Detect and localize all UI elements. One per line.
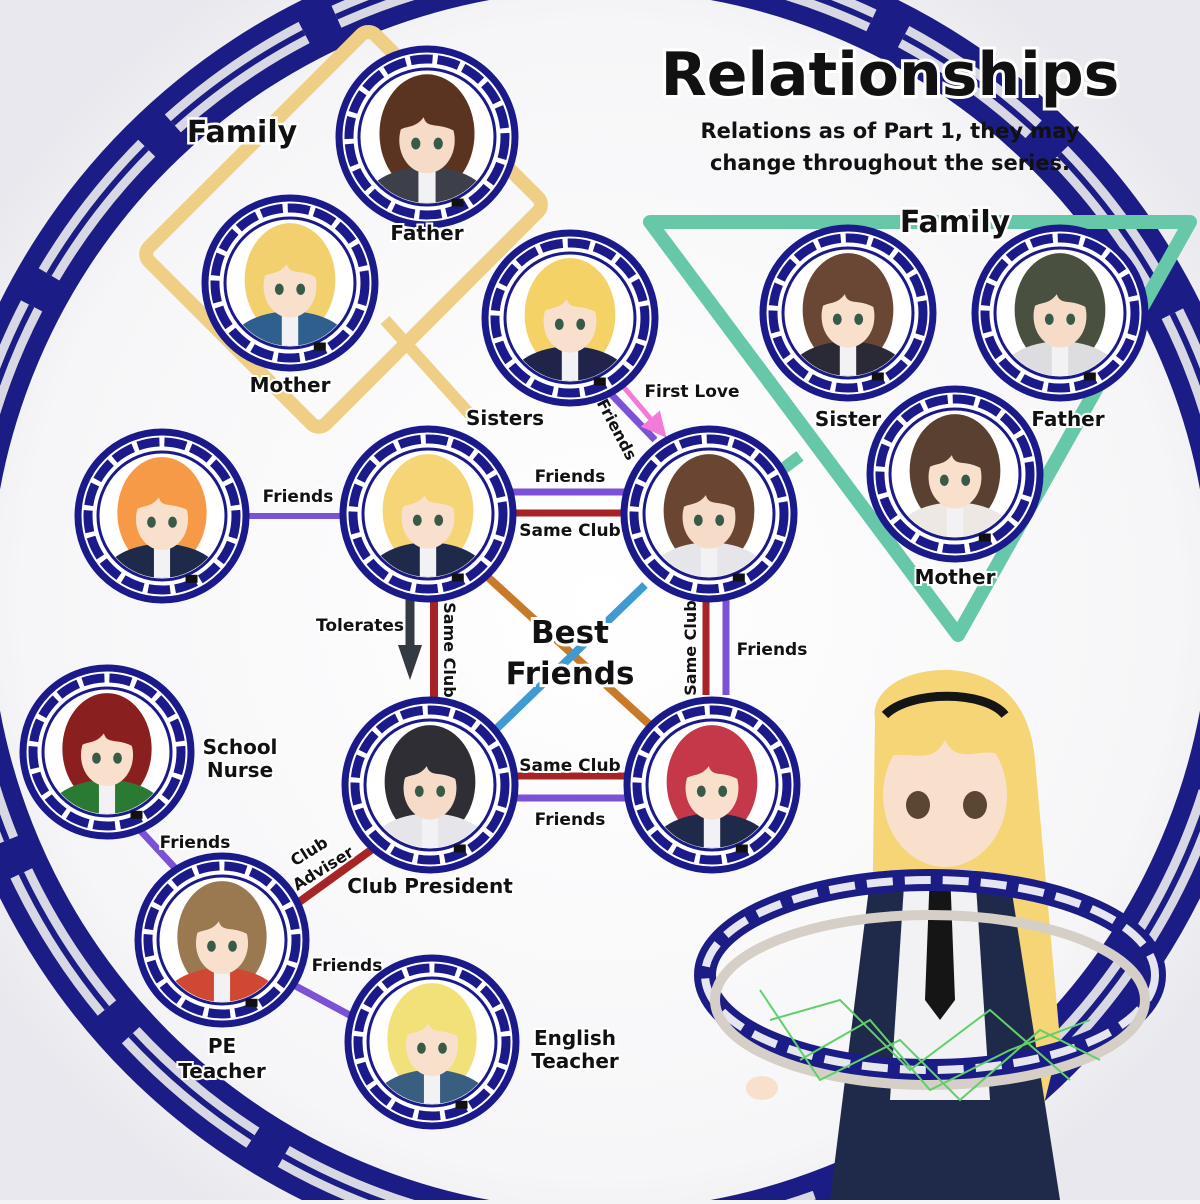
node-ring-dashed [632, 705, 792, 865]
avatar [1000, 253, 1120, 376]
subtitle-line-2: change throughout the series. [710, 151, 1070, 175]
node-father-left[interactable] [335, 45, 519, 239]
avatar [48, 693, 166, 814]
avatar [510, 258, 630, 381]
node-labels: Father Mother Sisters Sister Father Moth… [176, 219, 1107, 1085]
avatar [895, 414, 1015, 537]
node-mother-right[interactable] [866, 385, 1044, 572]
label-club-president: Club President [347, 874, 513, 898]
relation-friends-pe-english: Friends [312, 956, 383, 976]
node-ring-dashed [629, 434, 789, 594]
relationship-lines [137, 383, 730, 1022]
relation-same-club-blonde-president: Same Club [440, 602, 459, 697]
label-school-nurse-line-2: Nurse [207, 758, 273, 782]
relation-friends-blonde-protagonist: Friends [535, 467, 606, 487]
avatar [163, 881, 281, 1002]
node-ring-dashed [875, 394, 1035, 554]
avatar [370, 725, 490, 848]
character-nodes [19, 45, 1149, 1138]
node-tag [978, 533, 991, 542]
label-mother-right: Mother [915, 565, 996, 589]
node-ring-dashed [83, 437, 241, 595]
node-ring-dashed [350, 705, 510, 865]
best-friends-label-line-1: Best [531, 615, 609, 651]
relation-same-club-president-red: Same Club [519, 756, 620, 776]
node-father-right[interactable] [971, 224, 1149, 411]
avatar [368, 454, 488, 577]
family-left-label: Family [187, 115, 298, 150]
relation-same-club-protagonist-red: Same Club [681, 600, 700, 695]
node-tag [732, 573, 745, 582]
node-tag [871, 372, 884, 381]
label-pe-teacher-line-2: Teacher [178, 1059, 266, 1083]
node-ring-dashed [344, 54, 510, 220]
avatar [103, 457, 221, 578]
node-blonde-girl[interactable] [339, 425, 517, 612]
relation-tolerates: Tolerates [316, 616, 404, 636]
label-mother-left: Mother [250, 373, 331, 397]
featured-character-illustration [694, 670, 1166, 1200]
node-ring-dashed [490, 238, 650, 398]
page-title: Relationships [661, 40, 1120, 110]
node-tag [185, 574, 198, 583]
subtitle-line-1: Relations as of Part 1, they may [701, 119, 1080, 143]
label-english-teacher-line-2: Teacher [531, 1049, 619, 1073]
node-tag [453, 844, 466, 853]
node-protagonist[interactable] [620, 425, 798, 612]
node-ring-dashed [768, 233, 928, 393]
relation-first-love: First Love [644, 382, 739, 402]
node-tag [245, 998, 258, 1007]
label-father-left: Father [390, 221, 463, 245]
family-right-label: Family [900, 205, 1011, 240]
avatar [788, 253, 908, 376]
avatar [652, 725, 772, 848]
node-ring-dashed [210, 203, 370, 363]
node-sister-blonde[interactable] [481, 229, 659, 416]
relation-friends-orange: Friends [263, 487, 334, 507]
node-ring-dashed [980, 233, 1140, 393]
label-sisters: Sisters [466, 406, 544, 430]
label-father-right: Father [1031, 407, 1104, 431]
node-tag [451, 573, 464, 582]
node-ring-dashed [28, 673, 186, 831]
node-ring-dashed [353, 963, 511, 1121]
label-english-teacher-line-1: English [534, 1026, 616, 1050]
node-mother-left[interactable] [201, 194, 379, 381]
node-club-president[interactable] [341, 696, 519, 883]
avatar [364, 74, 490, 203]
node-sister-right[interactable] [759, 224, 937, 411]
avatar [230, 223, 350, 346]
relation-same-club-blonde-protagonist: Same Club [519, 521, 620, 541]
relation-friends-president-red: Friends [535, 810, 606, 830]
node-tag [1083, 372, 1096, 381]
node-ring-dashed [143, 861, 301, 1019]
node-tag [455, 1100, 468, 1109]
avatar [373, 983, 491, 1104]
node-tag [593, 377, 606, 386]
relation-friends-nurse-pe: Friends [160, 833, 231, 853]
node-school-nurse[interactable] [19, 664, 195, 848]
node-tag [451, 198, 464, 207]
node-pe-teacher[interactable] [134, 852, 310, 1036]
avatar [649, 454, 769, 577]
node-red-hair-girl[interactable] [623, 696, 801, 883]
relation-friends-protagonist-red: Friends [737, 640, 808, 660]
relation-labels: First Love Friends Friends Friends Same … [158, 380, 810, 978]
label-pe-teacher-line-1: PE [208, 1034, 236, 1058]
node-ring-dashed [348, 434, 508, 594]
label-sister-right: Sister [815, 407, 881, 431]
node-tag [130, 810, 143, 819]
node-orange-girl[interactable] [74, 428, 250, 612]
node-english-teacher[interactable] [344, 954, 520, 1138]
node-tag [735, 844, 748, 853]
best-friends-label-line-2: Friends [506, 656, 635, 692]
label-school-nurse-line-1: School [203, 735, 278, 759]
best-friends-lines [477, 567, 653, 738]
node-tag [313, 342, 326, 351]
